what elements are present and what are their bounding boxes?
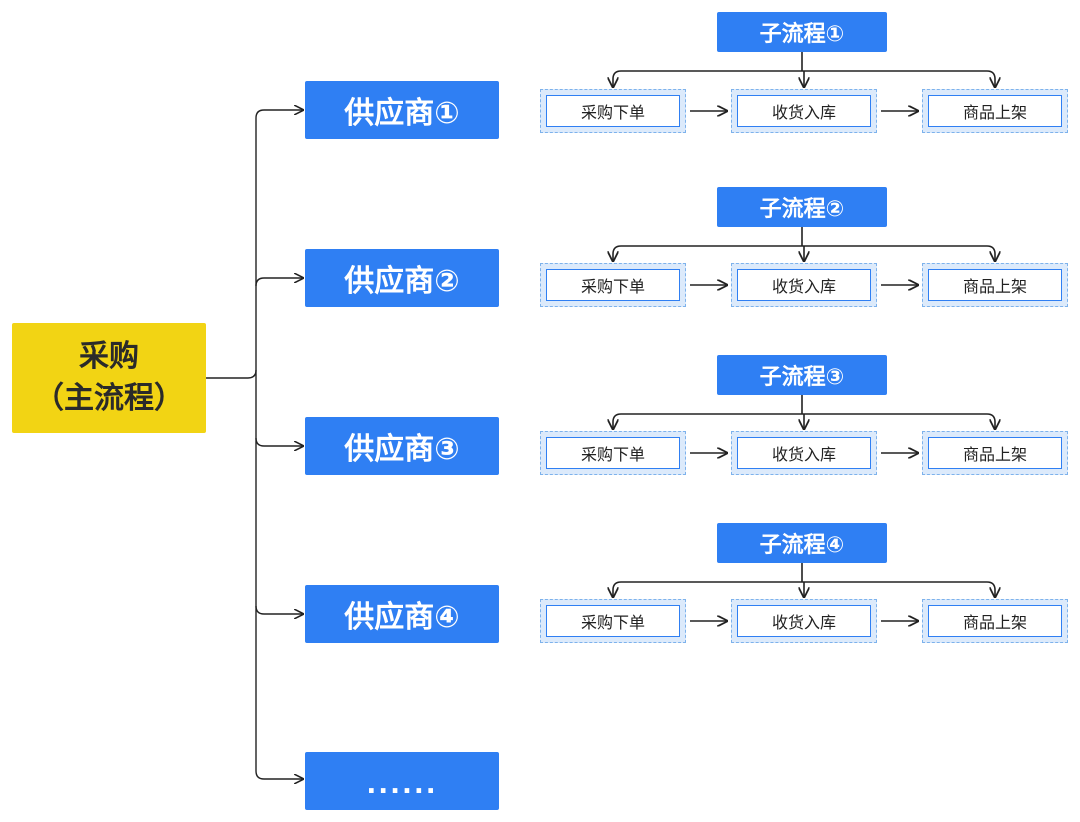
subflow-drop-arrow-2-3 (986, 245, 995, 261)
branch-2 (255, 278, 303, 287)
process-step-3-3[interactable]: 商品上架 (922, 431, 1068, 475)
branch-4 (255, 605, 303, 614)
main-process-node[interactable]: 采购 （主流程） (12, 323, 206, 433)
branch-3 (255, 437, 303, 446)
subflow-title-label: 子流程④ (759, 533, 845, 558)
supplier-node-3[interactable]: 供应商③ (305, 417, 499, 475)
process-step-1-2[interactable]: 收货入库 (731, 89, 877, 133)
supplier-node-more[interactable]: ...... (305, 752, 499, 810)
supplier-label: 供应商③ (344, 432, 460, 467)
process-step-3-1[interactable]: 采购下单 (540, 431, 686, 475)
supplier-ellipsis: ...... (366, 770, 438, 800)
subflow-title-1[interactable]: 子流程① (717, 12, 887, 52)
process-step-4-1[interactable]: 采购下单 (540, 599, 686, 643)
process-step-1-1[interactable]: 采购下单 (540, 89, 686, 133)
subflow-title-label: 子流程② (759, 197, 845, 222)
trunk-line (255, 109, 265, 780)
process-step-label: 商品上架 (928, 269, 1062, 301)
process-step-2-1[interactable]: 采购下单 (540, 263, 686, 307)
process-step-label: 商品上架 (928, 95, 1062, 127)
process-step-label: 采购下单 (546, 269, 680, 301)
subflow-drop-arrow-4-1 (613, 581, 622, 597)
process-step-label: 采购下单 (546, 605, 680, 637)
process-step-label: 采购下单 (546, 437, 680, 469)
subflow-drop-arrow-2-1 (613, 245, 622, 261)
process-step-label: 商品上架 (928, 605, 1062, 637)
subflow-title-label: 子流程③ (759, 365, 845, 390)
process-step-label: 收货入库 (737, 269, 871, 301)
process-step-2-2[interactable]: 收货入库 (731, 263, 877, 307)
process-step-4-3[interactable]: 商品上架 (922, 599, 1068, 643)
process-step-label: 收货入库 (737, 437, 871, 469)
process-step-label: 采购下单 (546, 95, 680, 127)
supplier-node-4[interactable]: 供应商④ (305, 585, 499, 643)
subflow-drop-arrow-1-3 (986, 70, 995, 87)
process-step-4-2[interactable]: 收货入库 (731, 599, 877, 643)
supplier-node-2[interactable]: 供应商② (305, 249, 499, 307)
process-step-label: 收货入库 (737, 605, 871, 637)
supplier-label: 供应商② (344, 264, 460, 299)
subflow-drop-arrow-3-3 (986, 413, 995, 429)
subflow-drop-arrow-4-3 (986, 581, 995, 597)
process-step-1-3[interactable]: 商品上架 (922, 89, 1068, 133)
subflow-drop-arrow-1-1 (613, 70, 622, 87)
subflow-drop-arrow-3-1 (613, 413, 622, 429)
process-step-2-3[interactable]: 商品上架 (922, 263, 1068, 307)
main-process-title: 采购 (79, 339, 139, 374)
supplier-label: 供应商④ (344, 600, 460, 635)
subflow-title-3[interactable]: 子流程③ (717, 355, 887, 395)
process-step-label: 商品上架 (928, 437, 1062, 469)
supplier-node-1[interactable]: 供应商① (305, 81, 499, 139)
supplier-label: 供应商① (344, 96, 460, 131)
subflow-title-4[interactable]: 子流程④ (717, 523, 887, 563)
subflow-title-label: 子流程① (759, 22, 845, 47)
process-step-3-2[interactable]: 收货入库 (731, 431, 877, 475)
main-process-subtitle: （主流程） (34, 381, 184, 416)
process-step-label: 收货入库 (737, 95, 871, 127)
subflow-title-2[interactable]: 子流程② (717, 187, 887, 227)
